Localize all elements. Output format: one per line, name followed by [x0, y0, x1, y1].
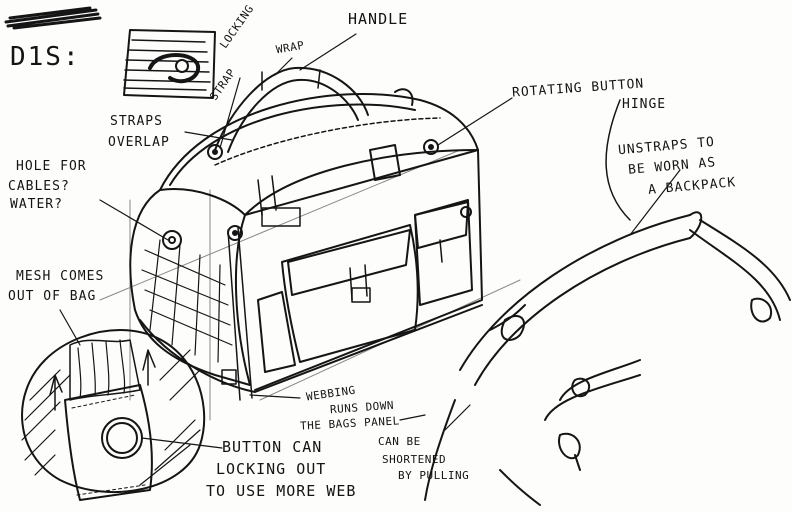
label-handle: HANDLE [348, 10, 409, 28]
scribble-redaction [4, 6, 102, 30]
label-can-be: CAN BE [378, 435, 421, 448]
label-by-pulling: BY PULLING [398, 469, 470, 482]
label-out-of-bag: OUT OF BAG [8, 289, 97, 304]
label-overlap: OVERLAP [108, 135, 170, 150]
label-hinge: HINGE [622, 97, 667, 112]
label-button-can: BUTTON CAN [222, 438, 323, 456]
bag-body [129, 93, 483, 401]
button-detail-inset [21, 329, 206, 501]
bag-buttons [207, 139, 472, 241]
label-water: WATER? [10, 197, 63, 212]
label-cables: CABLES? [8, 179, 70, 194]
label-mesh-comes: MESH COMES [16, 269, 105, 284]
bag-handle [214, 66, 414, 153]
label-hole-for: HOLE FOR [16, 159, 87, 174]
label-straps: STRAPS [110, 114, 163, 129]
label-shortened: SHORTENED [382, 453, 447, 466]
label-use-more-web: TO USE MORE WEB [206, 482, 357, 500]
backpack-strap-sketch [424, 99, 791, 506]
leader-lines [59, 33, 681, 449]
sheet-title: D1S: [10, 42, 81, 72]
brand-logo-sketch [123, 29, 216, 99]
label-locking-out: LOCKING OUT [216, 460, 327, 478]
